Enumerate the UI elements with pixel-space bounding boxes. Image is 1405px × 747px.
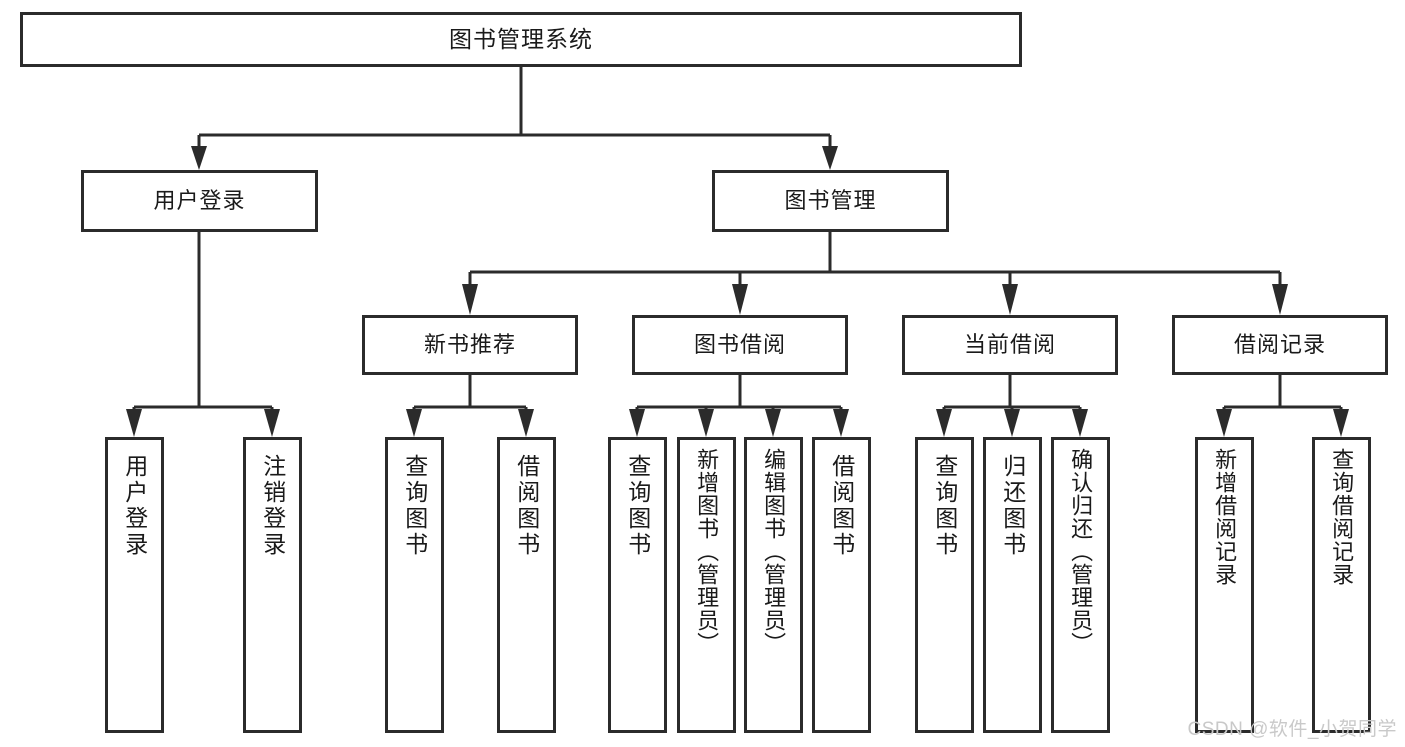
node-label: 新增图书（管理员） <box>694 448 720 655</box>
node-label: 用户登录 <box>121 454 148 558</box>
leaf-logout-login[interactable]: 注销登录 <box>243 437 302 733</box>
leaf-return-book[interactable]: 归还图书 <box>983 437 1042 733</box>
node-label: 查询图书 <box>931 454 958 558</box>
leaf-query-book-borrow[interactable]: 查询图书 <box>608 437 667 733</box>
node-current-borrow[interactable]: 当前借阅 <box>902 315 1118 375</box>
node-label: 注销登录 <box>259 454 286 558</box>
leaf-borrow-book-recommend[interactable]: 借阅图书 <box>497 437 556 733</box>
node-label: 图书管理系统 <box>449 25 593 52</box>
node-system-root[interactable]: 图书管理系统 <box>20 12 1022 67</box>
leaf-borrow-book[interactable]: 借阅图书 <box>812 437 871 733</box>
node-user-login[interactable]: 用户登录 <box>81 170 318 232</box>
node-label: 图书借阅 <box>693 331 786 357</box>
leaf-query-borrow-record[interactable]: 查询借阅记录 <box>1312 437 1371 733</box>
node-label: 新增借阅记录 <box>1212 448 1238 586</box>
node-label: 确认归还（管理员） <box>1068 448 1094 655</box>
node-label: 用户登录 <box>153 187 246 213</box>
node-borrow-record[interactable]: 借阅记录 <box>1172 315 1388 375</box>
node-label: 归还图书 <box>999 454 1026 558</box>
leaf-user-login[interactable]: 用户登录 <box>105 437 164 733</box>
node-label: 查询图书 <box>401 454 428 558</box>
node-label: 查询借阅记录 <box>1329 448 1355 586</box>
node-book-management[interactable]: 图书管理 <box>712 170 949 232</box>
leaf-query-book-current[interactable]: 查询图书 <box>915 437 974 733</box>
leaf-edit-book-admin[interactable]: 编辑图书（管理员） <box>744 437 803 733</box>
node-new-book-recommend[interactable]: 新书推荐 <box>362 315 578 375</box>
leaf-query-book-recommend[interactable]: 查询图书 <box>385 437 444 733</box>
leaf-add-book-admin[interactable]: 新增图书（管理员） <box>677 437 736 733</box>
leaf-confirm-return-admin[interactable]: 确认归还（管理员） <box>1051 437 1110 733</box>
node-label: 当前借阅 <box>963 331 1056 357</box>
csdn-watermark: CSDN @软件_小贺同学 <box>1187 719 1397 740</box>
node-label: 查询图书 <box>624 454 651 558</box>
node-label: 图书管理 <box>784 187 877 213</box>
leaf-add-borrow-record[interactable]: 新增借阅记录 <box>1195 437 1254 733</box>
node-label: 新书推荐 <box>423 331 516 357</box>
node-book-borrow[interactable]: 图书借阅 <box>632 315 848 375</box>
node-label: 借阅图书 <box>513 454 540 558</box>
node-label: 借阅记录 <box>1233 331 1326 357</box>
node-label: 借阅图书 <box>828 454 855 558</box>
node-label: 编辑图书（管理员） <box>761 448 787 655</box>
